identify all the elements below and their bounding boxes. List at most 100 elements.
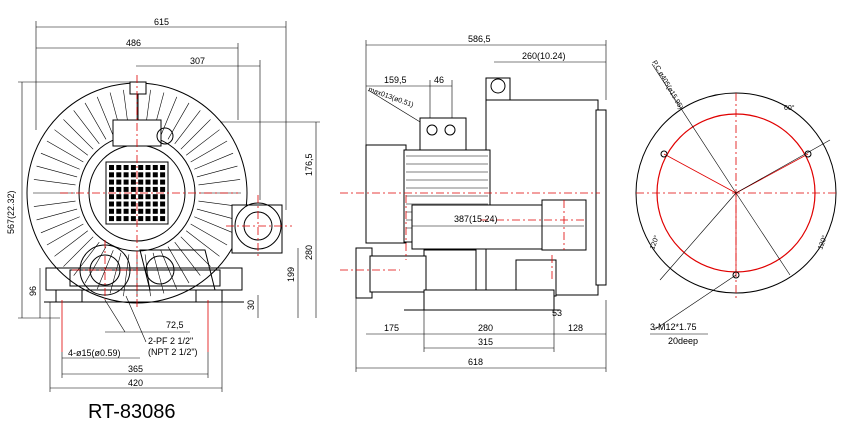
port-label-1: 2-PF 2 1/2" bbox=[148, 336, 193, 346]
fin-line bbox=[180, 119, 211, 150]
dim-315: 315 bbox=[478, 337, 493, 347]
grille-slot bbox=[130, 216, 136, 222]
grille-slot bbox=[145, 172, 151, 178]
fin-line bbox=[174, 110, 201, 144]
grille-slot bbox=[152, 194, 158, 200]
grille-slot bbox=[123, 179, 129, 185]
fin-line bbox=[190, 223, 228, 246]
angle-120-right: 120° bbox=[816, 234, 829, 251]
fin-line bbox=[54, 230, 88, 257]
grille-slot bbox=[116, 165, 122, 170]
dim-260: 260(10.24) bbox=[522, 51, 566, 61]
fin-line bbox=[194, 216, 234, 234]
grille-slot bbox=[130, 186, 136, 192]
grille-slot bbox=[123, 186, 129, 192]
grille-slot bbox=[116, 186, 122, 192]
dim-618: 618 bbox=[468, 357, 483, 367]
grille-slot bbox=[109, 172, 114, 178]
fin-line bbox=[36, 208, 78, 221]
grille-slot bbox=[130, 208, 136, 214]
dim-128: 128 bbox=[568, 323, 583, 333]
fin-line bbox=[63, 119, 94, 150]
fin-line bbox=[194, 152, 234, 170]
fin-line bbox=[33, 200, 76, 207]
dim-30: 30 bbox=[246, 300, 256, 310]
grille-slot bbox=[160, 194, 166, 200]
angle-120-left: 120° bbox=[648, 234, 661, 251]
fin-line bbox=[40, 216, 80, 234]
grille-slot bbox=[138, 216, 144, 222]
grille-slot bbox=[145, 194, 151, 200]
grille-slot bbox=[138, 208, 144, 214]
fin-line bbox=[109, 252, 122, 294]
grille-slot bbox=[145, 186, 151, 192]
grille-slot bbox=[152, 208, 158, 214]
dim-96: 96 bbox=[28, 286, 38, 296]
max-label: max013(ø0.51) bbox=[367, 86, 414, 109]
grille-slot bbox=[130, 194, 136, 200]
dim-615: 615 bbox=[154, 17, 169, 27]
grille-slot bbox=[123, 208, 129, 214]
grille-slot bbox=[116, 201, 122, 207]
grille-slot bbox=[138, 194, 144, 200]
fin-line bbox=[160, 96, 178, 136]
grille-slot bbox=[130, 165, 136, 170]
grille-slot bbox=[116, 172, 122, 178]
grille-slot bbox=[152, 172, 158, 178]
grille-slot bbox=[145, 165, 151, 170]
dim-420: 420 bbox=[128, 378, 143, 388]
grille-slot bbox=[116, 194, 122, 200]
grille-slot bbox=[116, 216, 122, 222]
grille-slot bbox=[109, 186, 114, 192]
grille-slot bbox=[109, 194, 114, 200]
dim-280: 280 bbox=[304, 245, 314, 260]
grille-slot bbox=[145, 201, 151, 207]
grille-slot bbox=[160, 186, 166, 192]
grille-slot bbox=[130, 179, 136, 185]
dim-46: 46 bbox=[434, 75, 444, 85]
fin-line bbox=[167, 102, 190, 140]
fin-line bbox=[174, 242, 201, 276]
grille-slot bbox=[152, 165, 158, 170]
grille-slot bbox=[109, 201, 114, 207]
fin-line bbox=[123, 254, 130, 297]
grille-slot bbox=[160, 201, 166, 207]
dim-176: 176,5 bbox=[304, 153, 314, 176]
grille-slot bbox=[138, 165, 144, 170]
grille bbox=[109, 165, 166, 222]
grille-slot bbox=[123, 194, 129, 200]
fin-line bbox=[180, 236, 211, 267]
dim-365: 365 bbox=[128, 364, 143, 374]
dim-175: 175 bbox=[384, 323, 399, 333]
fin-line bbox=[96, 96, 114, 136]
grille-slot bbox=[160, 165, 166, 170]
side-view: 586,5 260(10.24) 159,5 46 max013(ø0.51) bbox=[340, 34, 607, 372]
fin-line bbox=[167, 246, 190, 284]
dim-486: 486 bbox=[126, 38, 141, 48]
dim-72: 72,5 bbox=[166, 320, 184, 330]
fin-line bbox=[33, 179, 76, 186]
grille-slot bbox=[138, 172, 144, 178]
grille-slot bbox=[116, 179, 122, 185]
grille-slot bbox=[152, 186, 158, 192]
fin-line bbox=[84, 102, 107, 140]
angle-60: 60° bbox=[784, 104, 795, 112]
grille-slot bbox=[160, 208, 166, 214]
thread-label-1: 3-M12*1.75 bbox=[650, 322, 697, 332]
grille-slot bbox=[109, 179, 114, 185]
fin-line bbox=[54, 129, 88, 156]
flange-view: P.C.ø405(ø15.95) 60° 120° 120° 3-M12*1.7… bbox=[635, 60, 837, 346]
grille-slot bbox=[109, 216, 114, 222]
grille-slot bbox=[109, 208, 114, 214]
grille-slot bbox=[123, 172, 129, 178]
grille-slot bbox=[152, 201, 158, 207]
grille-slot bbox=[145, 208, 151, 214]
dim-586: 586,5 bbox=[468, 34, 491, 44]
fin-line bbox=[36, 165, 78, 178]
grille-slot bbox=[109, 165, 114, 170]
fin-line bbox=[186, 129, 220, 156]
grille-slot bbox=[145, 216, 151, 222]
grille-slot bbox=[130, 172, 136, 178]
dim-567: 567(22.32) bbox=[6, 190, 16, 234]
dim-387: 387(15.24) bbox=[454, 214, 498, 224]
